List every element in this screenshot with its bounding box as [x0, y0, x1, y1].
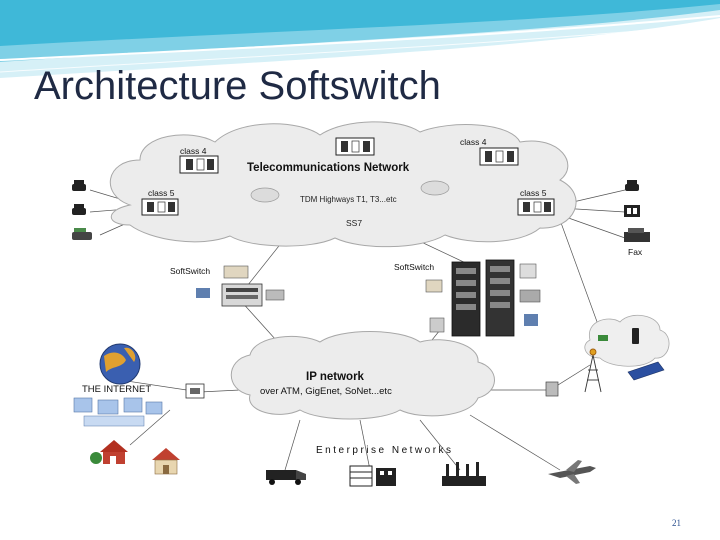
phone-icon — [545, 381, 559, 397]
ip-network-label: IP network — [306, 371, 365, 383]
antenna-icon — [584, 348, 602, 393]
switch-rack-icon — [335, 137, 375, 156]
fax-icon — [624, 205, 640, 217]
internet-label: THE INTERNET — [82, 384, 151, 395]
factory-icon — [442, 462, 486, 486]
switch-rack-icon — [517, 198, 555, 216]
globe-icon — [99, 343, 141, 385]
telecom-network-cloud — [109, 121, 577, 248]
phone-icon — [72, 228, 92, 240]
enterprise-networks-label: Enterprise Networks — [316, 445, 454, 456]
ip-network-sublabel: over ATM, GigEnet, SoNet...etc — [260, 386, 392, 397]
phone-icon — [598, 335, 608, 341]
ss7-label: SS7 — [346, 218, 362, 228]
phone-icon — [185, 383, 205, 399]
class5-right-label: class 5 — [520, 188, 547, 198]
class4-right-label: class 4 — [460, 137, 487, 147]
house-icon — [90, 440, 128, 464]
server-rack-icon — [196, 265, 285, 307]
fax-icon — [624, 228, 650, 242]
phone-icon — [625, 180, 639, 191]
class4-left-label: class 4 — [180, 146, 207, 156]
tdm-highways-label: TDM Highways T1, T3...etc — [300, 195, 397, 204]
page-number: 21 — [672, 518, 681, 528]
telecom-network-label: Telecommunications Network — [247, 162, 410, 174]
house-icon — [152, 448, 180, 475]
airplane-icon — [548, 460, 596, 484]
softswitch-right-label: SoftSwitch — [394, 262, 434, 272]
switch-rack-icon — [479, 147, 519, 166]
server-rack-icon — [425, 259, 541, 337]
phone-icon — [72, 204, 86, 215]
phone-icon — [632, 328, 639, 344]
building-icon — [349, 465, 396, 487]
ip-network-cloud — [230, 331, 495, 420]
class5-left-label: class 5 — [148, 188, 175, 198]
softswitch-left-label: SoftSwitch — [170, 266, 210, 276]
truck-icon — [266, 470, 306, 485]
laptop-icon — [627, 361, 665, 381]
fax-label: Fax — [628, 247, 643, 257]
switch-rack-icon — [141, 198, 179, 216]
internet-cluster — [73, 397, 163, 427]
switch-rack-icon — [179, 155, 219, 174]
page-title: Architecture Softswitch — [34, 64, 441, 108]
wireless-cloud — [584, 314, 670, 367]
header-swoosh — [0, 0, 720, 78]
phone-icon — [72, 180, 86, 191]
